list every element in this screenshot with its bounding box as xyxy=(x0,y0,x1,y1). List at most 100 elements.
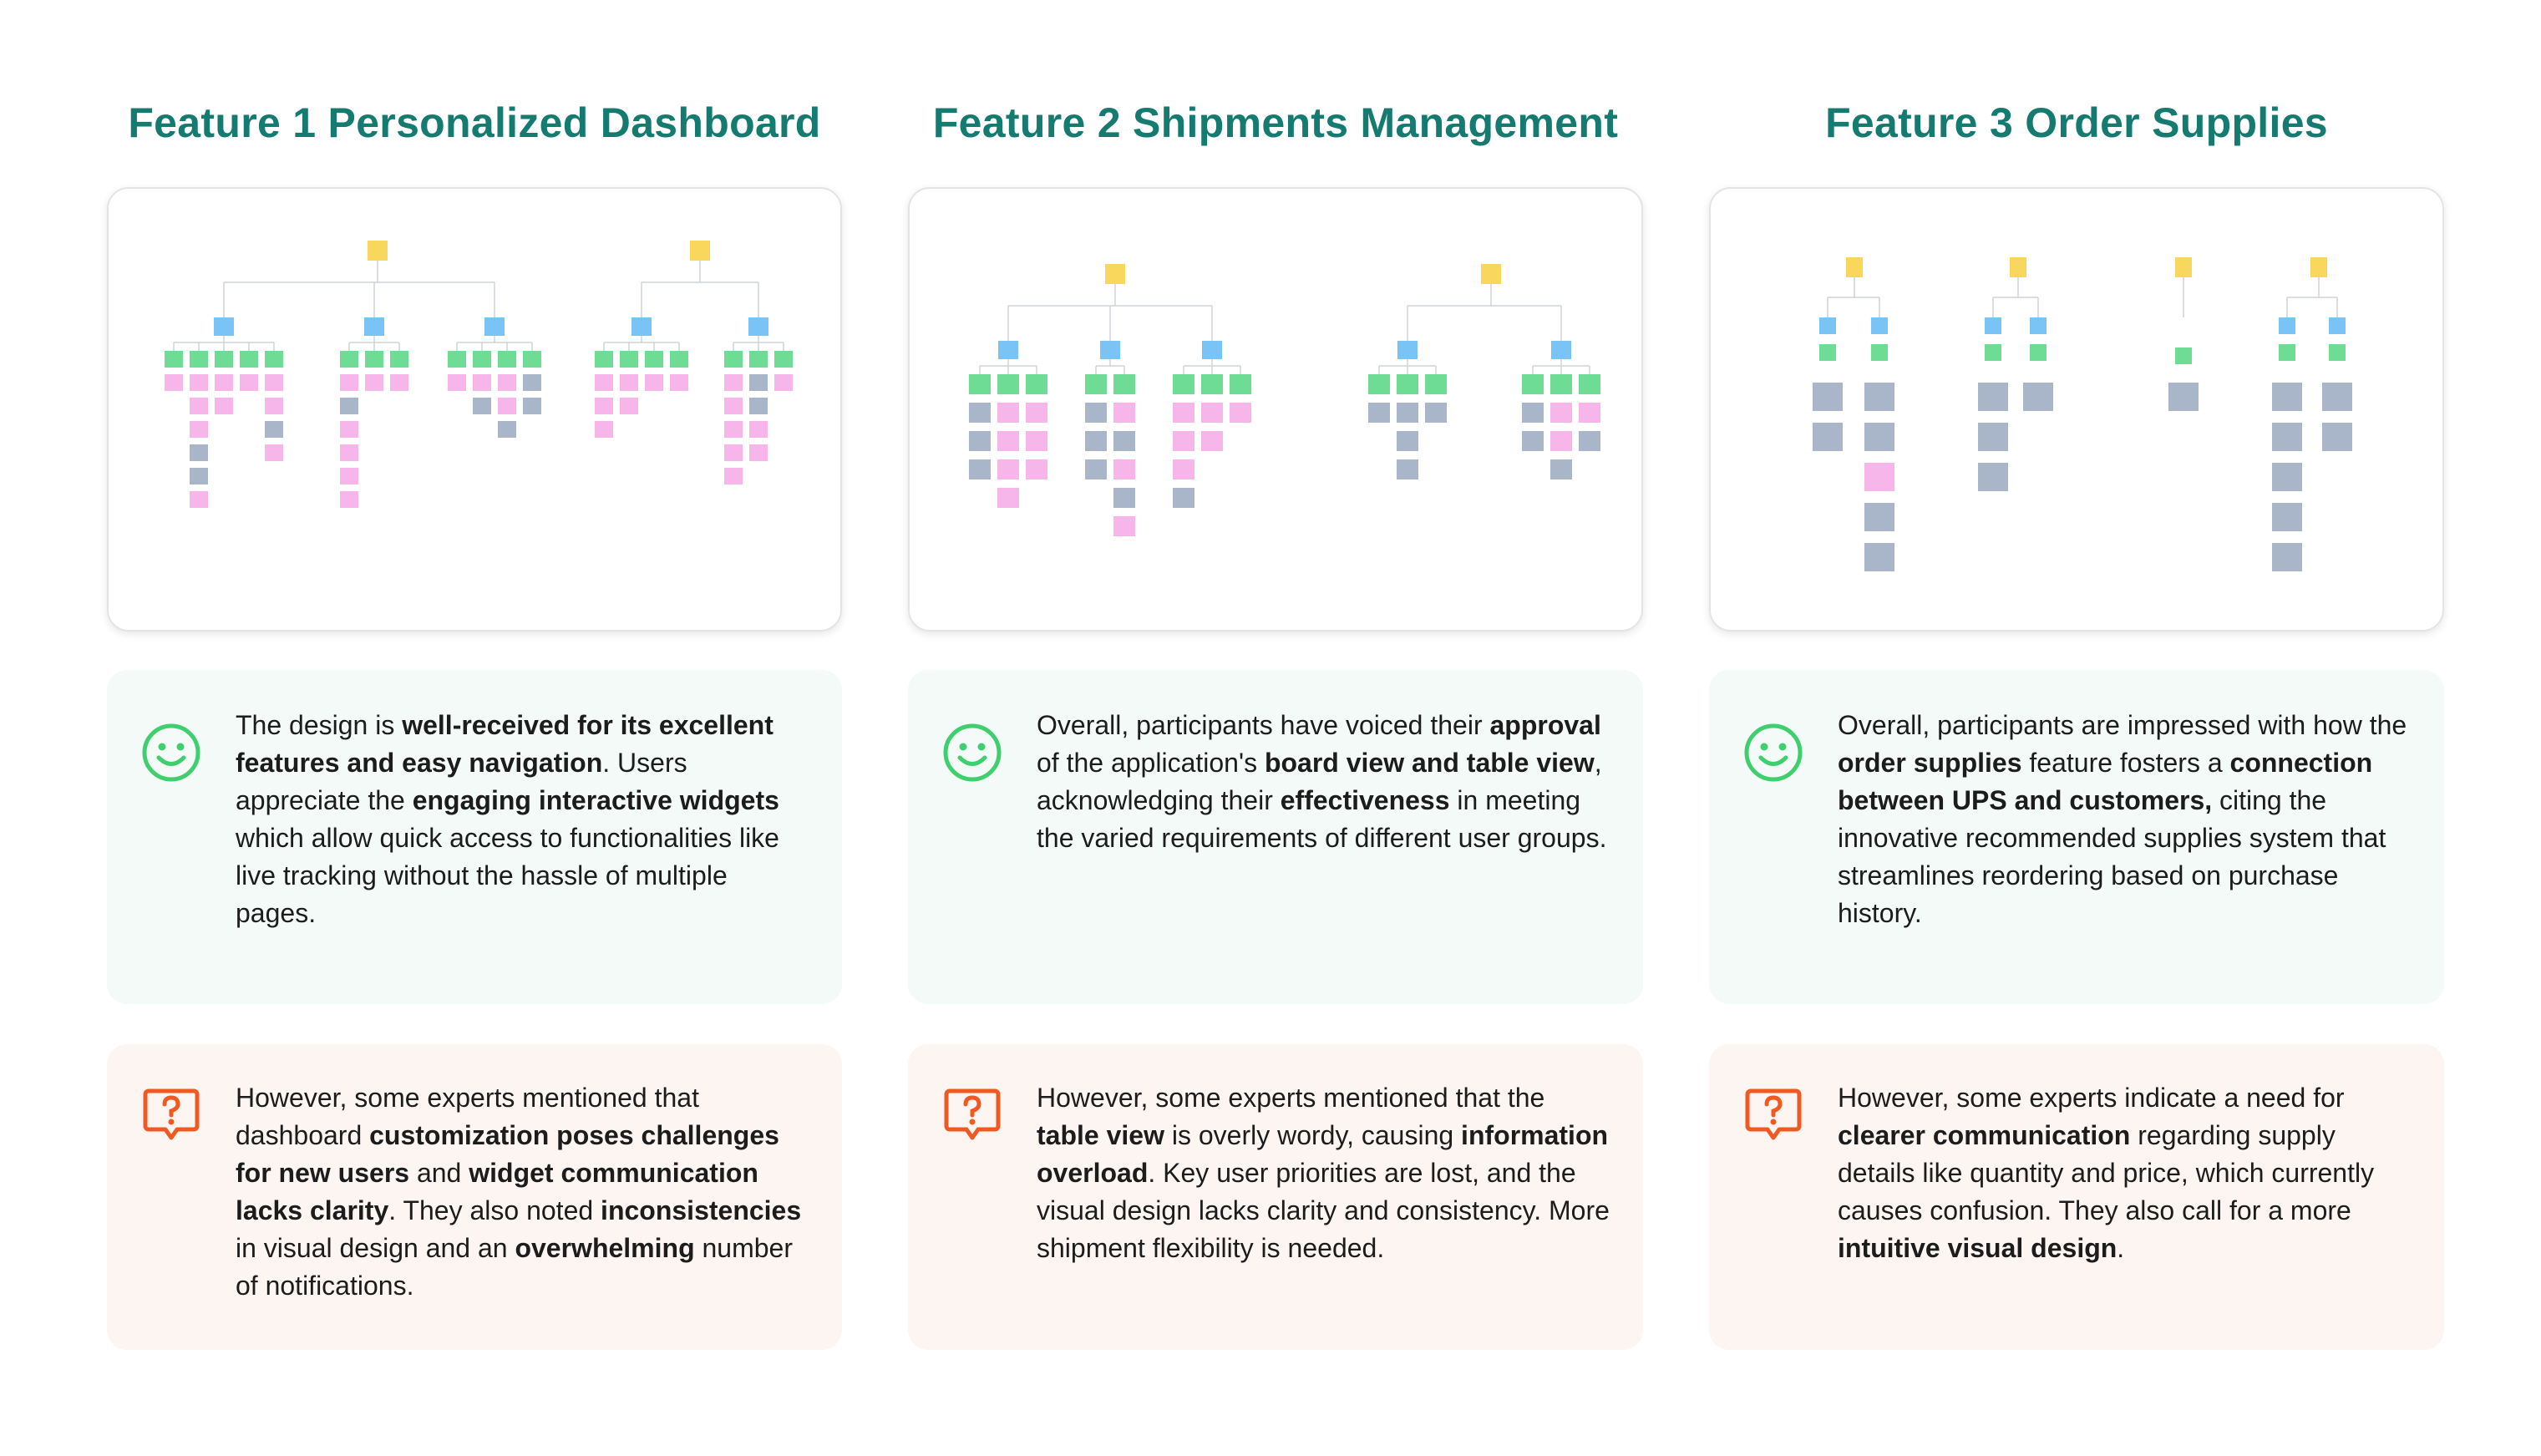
sticky-note xyxy=(1579,374,1600,394)
positive-feedback-text: Overall, participants are impressed with… xyxy=(1838,707,2414,932)
sticky-note xyxy=(165,351,183,368)
sticky-note xyxy=(215,374,233,391)
bold-phrase: customization poses challenges for new u… xyxy=(236,1120,779,1188)
sticky-note xyxy=(2175,348,2192,364)
positive-feedback-card: Overall, participants have voiced their … xyxy=(908,670,1643,1004)
text-run: . Users appreciate the xyxy=(236,748,687,815)
sticky-note xyxy=(1230,374,1251,394)
sticky-note xyxy=(365,351,383,368)
negative-feedback-card: However, some experts mentioned that the… xyxy=(908,1044,1643,1350)
diagram-card xyxy=(1709,187,2444,632)
sticky-note xyxy=(2272,543,2302,571)
sticky-note xyxy=(774,374,793,391)
negative-feedback-text: However, some experts mentioned that das… xyxy=(236,1079,812,1305)
bold-phrase: clearer communication xyxy=(1838,1120,2131,1150)
sticky-note xyxy=(1985,317,2001,334)
feature-title: Feature 3 Order Supplies xyxy=(1825,99,2328,146)
sticky-note xyxy=(190,491,208,508)
text-run: of the application's xyxy=(1037,748,1265,778)
sticky-note xyxy=(2272,423,2302,451)
bold-phrase: order supplies xyxy=(1838,748,2022,778)
sticky-note xyxy=(265,351,283,368)
sticky-note xyxy=(1522,403,1544,423)
sticky-note xyxy=(240,351,258,368)
hierarchy-diagram-icon xyxy=(165,241,793,508)
bold-phrase: table view xyxy=(1037,1120,1164,1150)
sticky-note xyxy=(2023,383,2053,411)
sticky-note xyxy=(1864,423,1894,451)
bold-phrase: approval xyxy=(1489,710,1601,740)
sticky-note xyxy=(498,351,516,368)
sticky-note xyxy=(1579,403,1600,423)
bold-phrase: information overload xyxy=(1037,1120,1609,1188)
text-run: , acknowledging their xyxy=(1037,748,1602,815)
sticky-note xyxy=(364,317,384,336)
sticky-note xyxy=(1026,374,1047,394)
sticky-note xyxy=(595,421,613,438)
negative-feedback-card: However, some experts mentioned that das… xyxy=(107,1044,842,1350)
sticky-note xyxy=(2272,503,2302,531)
sticky-note xyxy=(240,374,258,391)
sticky-note xyxy=(2030,344,2046,361)
sticky-note xyxy=(1579,431,1600,451)
sticky-note xyxy=(498,398,516,414)
sticky-note xyxy=(265,398,283,414)
sticky-note xyxy=(670,374,688,391)
sticky-note xyxy=(1985,344,2001,361)
bold-phrase: overwhelming xyxy=(515,1233,695,1263)
sticky-note xyxy=(368,241,388,261)
sticky-note xyxy=(1819,344,1836,361)
diagram-card xyxy=(107,187,842,632)
sticky-note xyxy=(645,351,663,368)
sticky-note xyxy=(1978,383,2008,411)
sticky-note xyxy=(340,374,358,391)
sticky-note xyxy=(749,351,768,368)
sticky-note xyxy=(473,374,491,391)
sticky-note xyxy=(1113,516,1135,536)
positive-feedback-text: Overall, participants have voiced their … xyxy=(1037,707,1613,857)
sticky-note xyxy=(749,398,768,414)
sticky-note xyxy=(215,351,233,368)
sticky-note xyxy=(2272,463,2302,491)
sticky-note xyxy=(1113,403,1135,423)
sticky-note xyxy=(724,374,743,391)
sticky-note xyxy=(265,374,283,391)
question-speech-bubble-icon xyxy=(1745,1088,1802,1140)
sticky-note xyxy=(523,374,541,391)
sticky-note xyxy=(1425,403,1447,423)
sticky-note xyxy=(1550,459,1572,479)
positive-feedback-card: The design is well-received for its exce… xyxy=(107,670,842,1004)
sticky-note xyxy=(1113,488,1135,508)
sticky-note xyxy=(1397,341,1418,359)
sticky-note xyxy=(749,444,768,461)
text-run: However, some experts mentioned that the xyxy=(1037,1083,1545,1113)
sticky-note xyxy=(2010,257,2026,277)
sticky-note xyxy=(390,351,408,368)
sticky-note xyxy=(1397,431,1418,451)
sticky-note xyxy=(724,444,743,461)
text-run: However, some experts indicate a need fo… xyxy=(1838,1083,2345,1113)
sticky-note xyxy=(595,351,613,368)
bold-phrase: engaging interactive widgets xyxy=(412,785,779,815)
sticky-note xyxy=(1871,317,1888,334)
sticky-note xyxy=(645,374,663,391)
sticky-note xyxy=(1978,463,2008,491)
sticky-note xyxy=(1813,383,1843,411)
text-run: in visual design and an xyxy=(236,1233,515,1263)
sticky-note xyxy=(969,431,991,451)
sticky-note xyxy=(969,374,991,394)
sticky-note xyxy=(2322,383,2352,411)
sticky-note xyxy=(690,241,710,261)
sticky-note xyxy=(340,468,358,484)
bold-phrase: inconsistencies xyxy=(601,1195,802,1225)
text-run: regarding supply details like quantity a… xyxy=(1838,1120,2375,1225)
sticky-note xyxy=(620,351,638,368)
sticky-note xyxy=(498,421,516,438)
sticky-note xyxy=(2322,423,2352,451)
text-run: number of notifications. xyxy=(236,1233,793,1301)
feature-title: Feature 1 Personalized Dashboard xyxy=(128,99,821,146)
sticky-note xyxy=(190,421,208,438)
sticky-note xyxy=(365,374,383,391)
sticky-note xyxy=(1551,341,1571,359)
sticky-note xyxy=(214,317,234,336)
